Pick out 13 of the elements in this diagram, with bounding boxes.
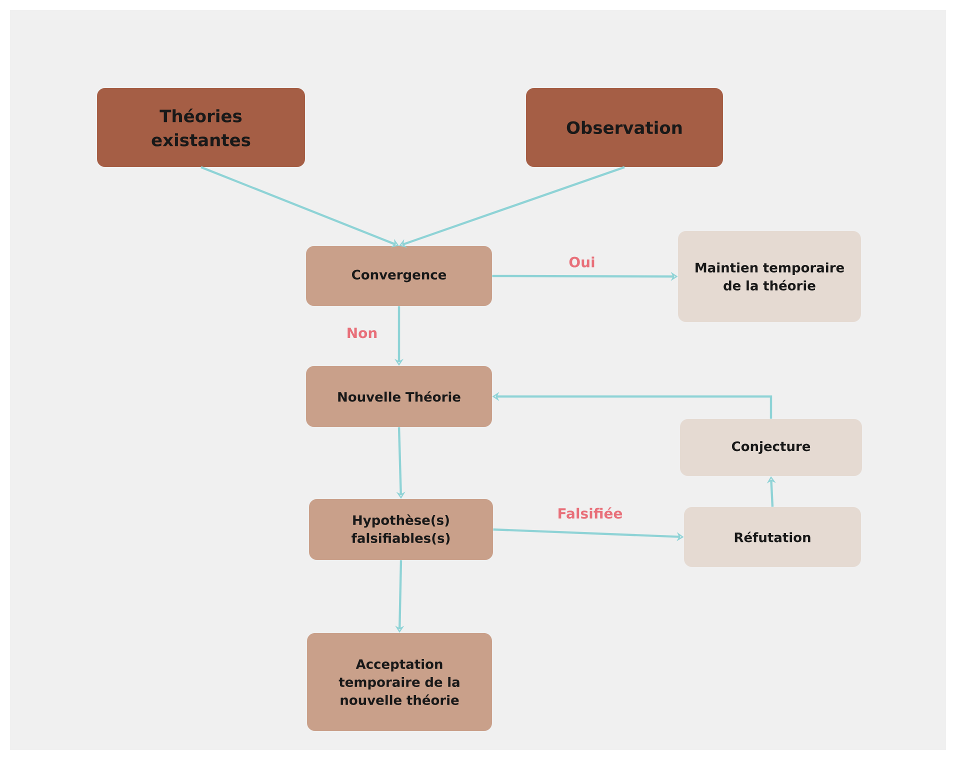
edge-label: Oui	[568, 256, 596, 268]
outcome-box: Réfutation	[684, 506, 861, 567]
input-box: Théories existantes	[97, 88, 305, 167]
process-box: Nouvelle Théorie	[306, 366, 492, 427]
process-box: Convergence	[306, 246, 492, 306]
input-box: Observation	[526, 88, 723, 167]
process-box: Acceptation temporaire de la nouvelle théorie	[307, 632, 492, 731]
outcome-box: Maintien temporaire de la théorie	[678, 231, 861, 322]
process-box: Hypothèse(s) falsifiables(s)	[309, 499, 493, 560]
arrow	[399, 166, 625, 248]
edge-label: Falsifiée	[556, 506, 624, 520]
outcome-box: Conjecture	[680, 418, 862, 476]
arrow	[200, 166, 399, 248]
